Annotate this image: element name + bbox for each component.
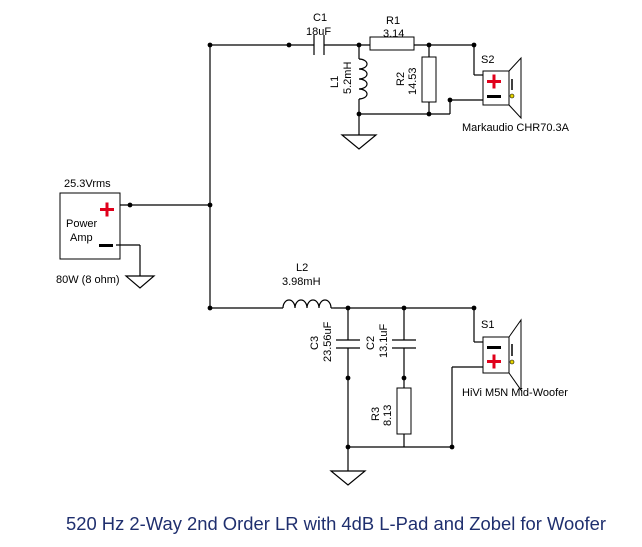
l1-name: L1 <box>329 76 341 88</box>
junction-dot <box>345 444 351 450</box>
junctions <box>127 42 477 450</box>
junction-dot <box>426 111 432 117</box>
junction-dot <box>345 305 351 311</box>
junction-dot <box>426 42 432 48</box>
resistor-r1: R1 3.14 <box>369 15 415 51</box>
plus-icon <box>487 354 501 369</box>
plus-icon <box>100 202 114 217</box>
amp-rating-label: 80W (8 ohm) <box>56 274 120 286</box>
amp-voltage-label: 25.3Vrms <box>64 178 111 190</box>
ground-icon <box>340 134 378 150</box>
wires <box>120 44 483 471</box>
c2-name: C2 <box>365 336 377 350</box>
minus-icon <box>487 346 501 349</box>
c1-name: C1 <box>313 12 327 24</box>
amp-label-line2: Amp <box>70 232 93 244</box>
s2-name: S2 <box>481 54 494 66</box>
junction-dot <box>356 42 362 48</box>
junction-dot <box>207 202 213 208</box>
capacitor-c2: C2 13.1uF <box>365 323 416 358</box>
diagram-title: 520 Hz 2-Way 2nd Order LR with 4dB L-Pad… <box>66 514 606 534</box>
c1-value: 18uF <box>306 26 331 38</box>
junction-dot <box>447 97 453 103</box>
junction-dot <box>401 375 407 381</box>
r3-value: 8.13 <box>382 405 394 426</box>
capacitor-c1: C1 18uF <box>306 12 331 55</box>
speaker-magnet-box <box>482 70 510 106</box>
speaker-s2: S2 Markaudio CHR70.3A <box>462 54 570 134</box>
plus-icon <box>487 74 501 89</box>
amp-label-line1: Power <box>66 218 98 230</box>
s1-model: HiVi M5N Mid-Woofer <box>462 387 568 399</box>
warning-icon <box>509 79 515 99</box>
junction-dot <box>207 42 213 48</box>
junction-dot <box>401 305 407 311</box>
inductor-l1: L1 5.2mH <box>329 58 368 100</box>
s1-name: S1 <box>481 319 494 331</box>
c2-value: 13.1uF <box>378 323 390 358</box>
junction-dot <box>471 305 477 311</box>
junction-dot <box>345 375 351 381</box>
inductor-l2: L2 3.98mH <box>282 262 334 309</box>
r3-name: R3 <box>370 407 382 421</box>
c3-value: 23.56uF <box>322 321 334 362</box>
ground-icon <box>124 275 156 289</box>
power-amp-box <box>59 192 121 260</box>
minus-icon <box>99 244 113 247</box>
capacitor-c3: C3 23.56uF <box>309 321 360 362</box>
speaker-magnet-box <box>482 336 510 374</box>
resistor-r3: R3 8.13 <box>370 387 412 435</box>
junction-dot <box>471 42 477 48</box>
junction-dot <box>356 111 362 117</box>
junction-dot <box>449 444 455 450</box>
minus-icon <box>487 95 501 98</box>
r1-value: 3.14 <box>383 28 404 40</box>
l1-value: 5.2mH <box>342 62 354 94</box>
s2-model: Markaudio CHR70.3A <box>462 122 570 134</box>
junction-dot <box>286 42 292 48</box>
c3-name: C3 <box>309 336 321 350</box>
l2-name: L2 <box>296 262 308 274</box>
power-amp: 25.3Vrms Power Amp 80W (8 ohm) <box>56 178 156 289</box>
r2-name: R2 <box>395 72 407 86</box>
junction-dot <box>207 305 213 311</box>
speaker-s1: S1 HiVi M5N Mid-Woofer <box>462 318 568 399</box>
l2-value: 3.98mH <box>282 276 321 288</box>
r2-value: 14.53 <box>407 67 419 95</box>
warning-icon <box>509 344 515 365</box>
resistor-r2: R2 14.53 <box>395 56 437 103</box>
junction-dot <box>127 202 133 208</box>
r1-name: R1 <box>386 15 400 27</box>
ground-icon <box>329 470 367 486</box>
